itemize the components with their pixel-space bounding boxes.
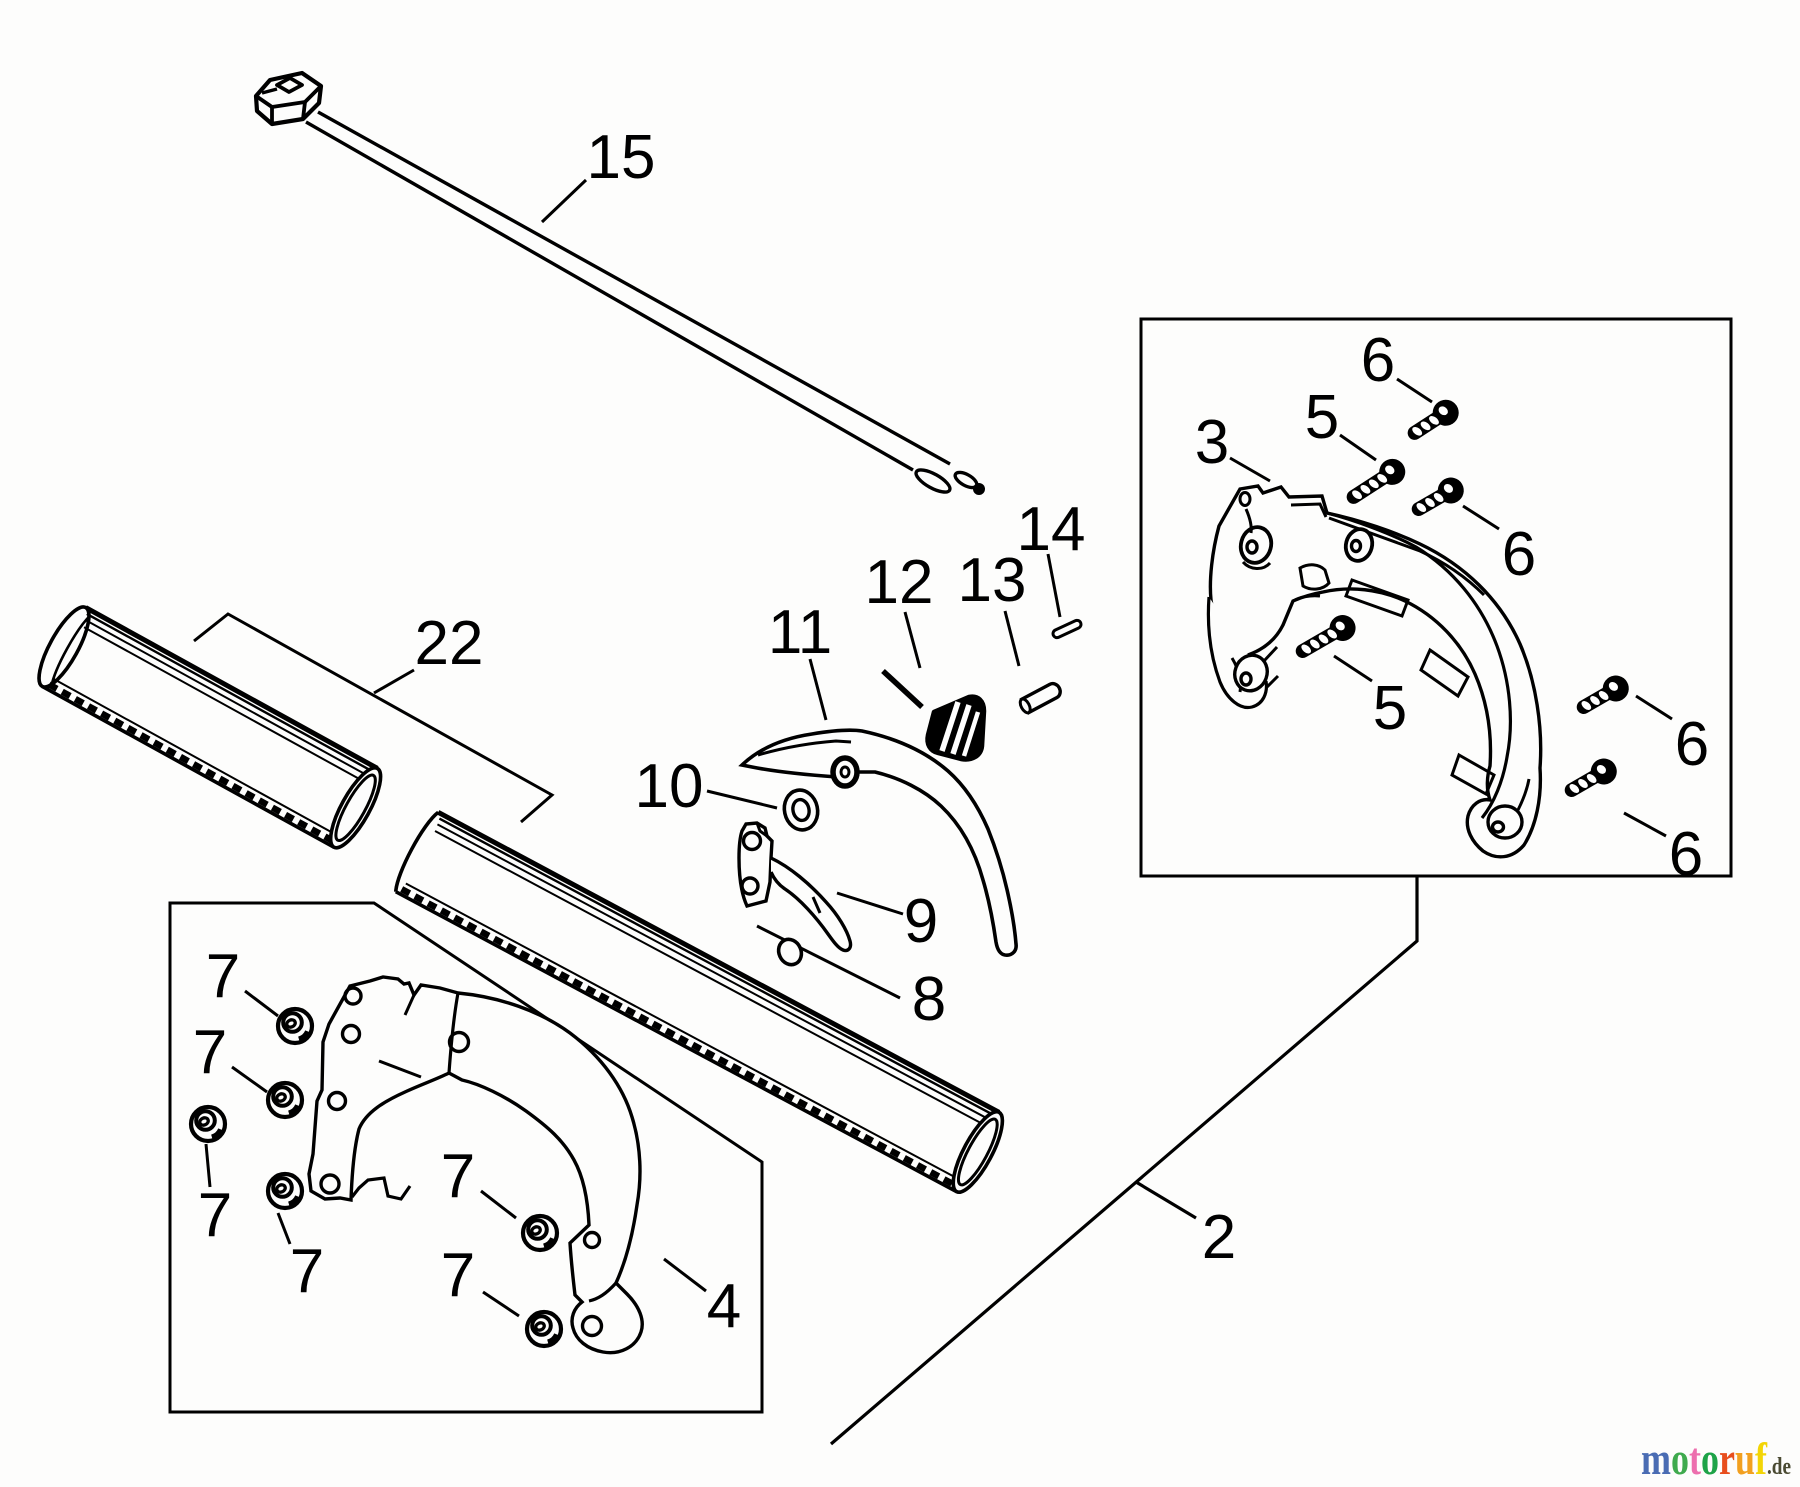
svg-text:13: 13 [958, 546, 1027, 615]
svg-text:2: 2 [1202, 1203, 1236, 1272]
svg-text:r: r [1719, 1434, 1735, 1484]
svg-text:12: 12 [865, 548, 934, 617]
svg-text:6: 6 [1675, 710, 1709, 779]
svg-text:6: 6 [1361, 326, 1395, 395]
svg-text:7: 7 [206, 942, 240, 1011]
svg-text:4: 4 [707, 1272, 741, 1341]
svg-text:8: 8 [912, 965, 946, 1034]
svg-text:7: 7 [441, 1142, 475, 1211]
svg-text:5: 5 [1305, 383, 1339, 452]
svg-text:6: 6 [1669, 820, 1703, 889]
svg-text:3: 3 [1195, 408, 1229, 477]
svg-text:t: t [1689, 1434, 1701, 1484]
svg-text:o: o [1671, 1434, 1689, 1484]
svg-text:o: o [1701, 1434, 1719, 1484]
svg-text:7: 7 [193, 1018, 227, 1087]
svg-text:9: 9 [904, 887, 938, 956]
svg-text:14: 14 [1017, 495, 1086, 564]
svg-text:7: 7 [198, 1181, 232, 1250]
svg-text:u: u [1735, 1434, 1755, 1484]
svg-text:.de: .de [1767, 1453, 1791, 1480]
svg-text:7: 7 [290, 1237, 324, 1306]
svg-text:11: 11 [768, 598, 832, 667]
svg-text:6: 6 [1502, 520, 1536, 589]
svg-text:15: 15 [587, 123, 656, 192]
svg-text:f: f [1755, 1434, 1767, 1484]
svg-text:5: 5 [1373, 674, 1407, 743]
svg-text:7: 7 [441, 1241, 475, 1310]
svg-text:22: 22 [415, 609, 484, 678]
svg-text:10: 10 [635, 752, 704, 821]
svg-text:m: m [1641, 1434, 1671, 1484]
